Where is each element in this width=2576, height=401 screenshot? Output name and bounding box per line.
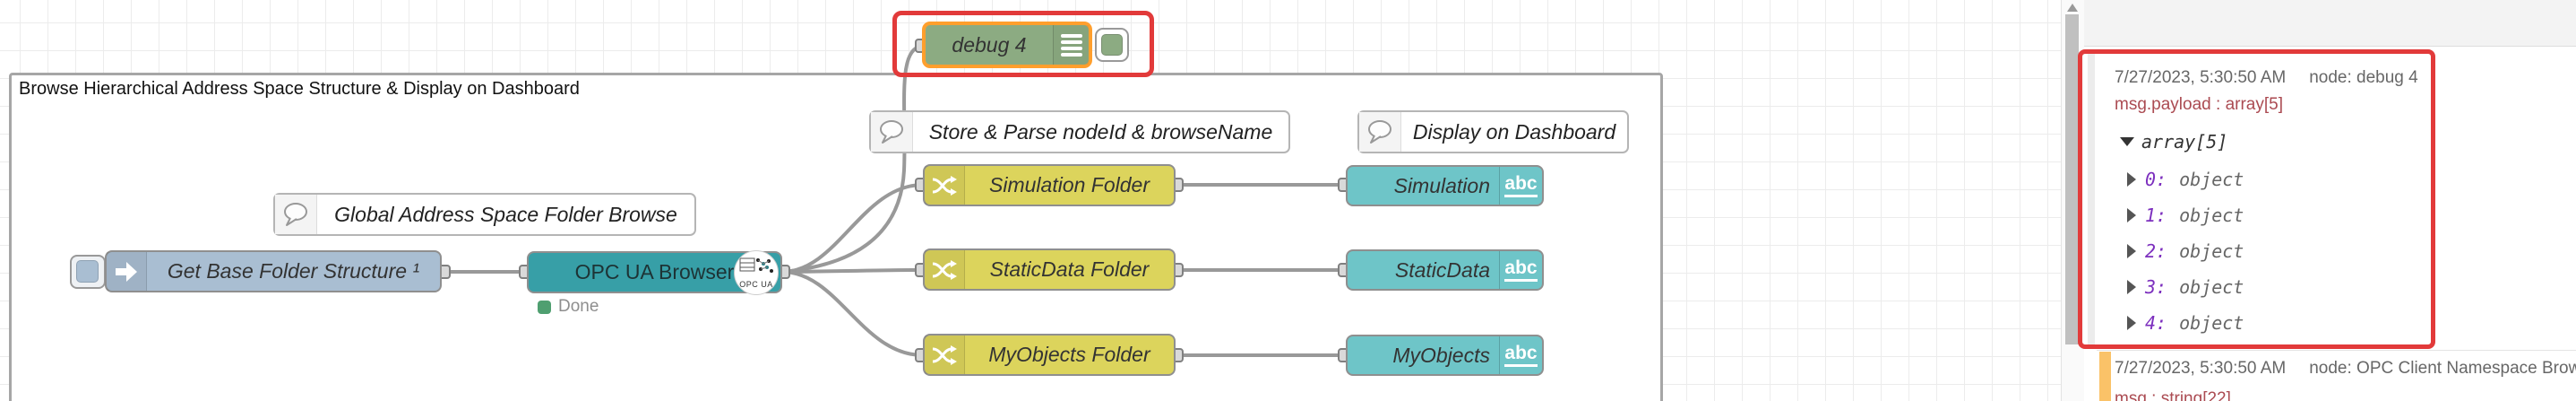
debug-sidebar: 7/27/2023, 5:30:50 AM node: debug 4 msg.p… [2078,0,2576,401]
switch-node-staticdata-folder[interactable]: StaticData Folder [923,248,1176,291]
comment-icon [275,195,317,234]
status-text: Done [558,297,599,316]
inject-button[interactable] [70,255,106,289]
json-tree-item[interactable]: 0: object [2127,169,2244,190]
expand-icon[interactable] [2127,316,2136,330]
debug-message-left-border [2088,54,2095,344]
group-title: Browse Hierarchical Address Space Struct… [19,79,580,99]
ui-text-label: StaticData [1394,257,1490,282]
annotation-box-debug-node [892,11,1154,77]
expand-icon[interactable] [2127,280,2136,294]
inject-arrow-icon [107,252,147,291]
debug-list-icon [1053,25,1089,65]
comment-label: Display on Dashboard [1412,119,1616,144]
switch-icon [925,250,965,289]
switch-node-label: MyObjects Folder [988,343,1150,366]
switch-node-label: StaticData Folder [989,257,1150,281]
debug-toggle-inner [1101,34,1123,56]
opcua-browser-node[interactable]: OPC UA Browser OPC UA [527,250,782,295]
switch-node-myobjects-folder[interactable]: MyObjects Folder [923,334,1176,376]
switch-icon [925,166,965,205]
json-tree-item[interactable]: 3: object [2127,276,2244,298]
comment-icon [871,112,913,152]
ui-text-label: Simulation [1393,173,1490,197]
inject-button-inner [76,260,99,283]
opcua-browser-label: OPC UA Browser [574,260,735,283]
comment-label: Store & Parse nodeId & browseName [928,119,1273,144]
ui-text-node-staticdata[interactable]: StaticData abc [1346,249,1544,291]
scrollbar-thumb[interactable] [2065,14,2079,344]
switch-icon [925,336,965,374]
expand-icon[interactable] [2127,208,2136,222]
json-tree-root[interactable]: array[5] [2120,131,2227,153]
debug-message-node: node: OPC Client Namespace Brow [2309,359,2576,378]
ui-text-node-myobjects[interactable]: MyObjects abc [1346,335,1544,376]
json-tree-item[interactable]: 1: object [2127,205,2244,226]
comment-node-store-parse[interactable]: Store & Parse nodeId & browseName [869,110,1290,153]
expand-icon[interactable] [2127,172,2136,187]
wire-opc-to-staticdata[interactable] [780,268,925,274]
opcua-icon: OPC UA [734,250,779,295]
abc-icon: abc [1499,251,1542,289]
inject-node-label: Get Base Folder Structure ¹ [167,259,420,283]
inject-node[interactable]: Get Base Folder Structure ¹ [105,250,442,292]
switch-node-simulation-folder[interactable]: Simulation Folder [923,164,1176,206]
json-tree-item[interactable]: 2: object [2127,240,2244,262]
debug-sidebar-toolbar-area [2084,0,2576,47]
switch-node-label: Simulation Folder [989,173,1150,196]
debug-message-property: msg.payload : array[5] [2115,95,2283,114]
ui-text-node-simulation[interactable]: Simulation abc [1346,165,1544,206]
abc-icon: abc [1499,336,1542,374]
opcua-icon-text: OPC UA [739,280,773,289]
debug-toggle-button[interactable] [1095,28,1129,62]
comment-label: Global Address Space Folder Browse [334,202,677,226]
selected-message-orange-border [2099,352,2111,401]
flow-canvas[interactable]: Browse Hierarchical Address Space Struct… [0,0,2061,401]
abc-icon: abc [1499,167,1542,205]
comment-icon [1359,112,1401,152]
debug-message-node: node: debug 4 [2309,68,2418,87]
ui-text-label: MyObjects [1392,343,1490,367]
speech-bubble-icon [1368,120,1391,144]
annotation-box-debug-message [2078,49,2435,349]
status-dot-icon [538,300,551,314]
debug-node-label: debug 4 [952,32,1027,57]
node-status: Done [538,297,599,317]
json-tree-item[interactable]: 4: object [2127,312,2244,334]
expand-icon[interactable] [2127,244,2136,258]
speech-bubble-icon [284,203,307,226]
collapse-icon[interactable] [2120,137,2134,146]
wire-opc-to-simulation[interactable] [780,183,925,274]
debug-message-timestamp: 7/27/2023, 5:30:50 AM [2115,68,2287,87]
json-tree-root-label: array[5] [2141,131,2228,153]
message-separator [2097,350,2576,351]
speech-bubble-icon [880,120,903,144]
wire-opc-to-myobjects[interactable] [780,270,925,357]
scrollbar-up-arrow-icon[interactable] [2067,4,2078,12]
comment-node-display-dashboard[interactable]: Display on Dashboard [1357,110,1629,153]
debug-message-timestamp: 7/27/2023, 5:30:50 AM [2115,359,2287,378]
wire-opc-to-debug[interactable] [780,44,925,274]
comment-node-global-browse[interactable]: Global Address Space Folder Browse [273,193,696,236]
debug-node[interactable]: debug 4 [922,22,1092,68]
debug-message-property: msg : string[22] [2115,389,2231,401]
